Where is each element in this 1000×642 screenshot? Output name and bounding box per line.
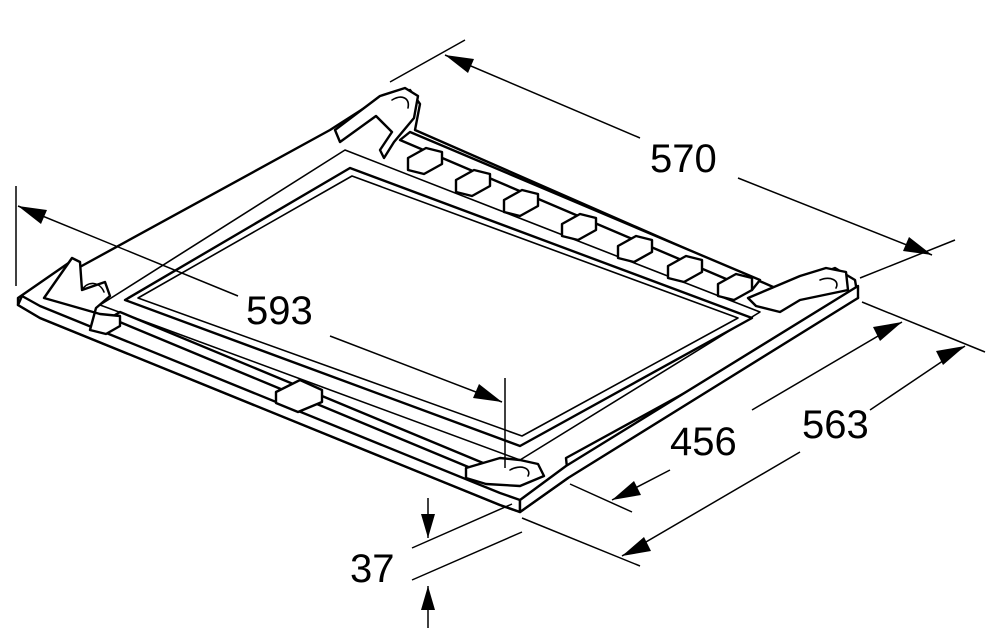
extension-line (389, 39, 466, 83)
arrowhead (445, 55, 474, 73)
dimension-570: 570 (389, 39, 956, 279)
dimension-593: 593 (15, 186, 506, 468)
rail-fin (406, 146, 444, 176)
extension-line (411, 531, 523, 581)
dimension-label-593: 593 (246, 289, 313, 333)
arrowhead (473, 384, 502, 402)
dimension-456: 456 (569, 301, 986, 513)
tray-inner-edge (99, 149, 761, 461)
rail-fin (560, 212, 598, 242)
dimension-line (444, 54, 641, 139)
arrowhead (903, 237, 932, 255)
dimension-label-456: 456 (670, 420, 737, 464)
arrowhead (421, 586, 435, 610)
arrowhead (18, 206, 47, 224)
extension-line (521, 517, 641, 567)
dimension-line (17, 205, 239, 297)
dimension-563: 563 (521, 345, 966, 567)
rear-rail-fins (406, 146, 754, 302)
dimension-line (751, 321, 903, 411)
tray-right-lip (518, 284, 860, 514)
dimension-label-563: 563 (802, 403, 869, 447)
rear-left-clip-hook (391, 96, 410, 109)
rear-left-clip (333, 86, 420, 160)
tray-recess (123, 166, 754, 448)
extension-line (861, 301, 986, 353)
front-left-clip (42, 256, 122, 336)
dimension-line (329, 335, 503, 403)
rail-fin (454, 168, 492, 198)
arrowhead (612, 481, 641, 500)
tray-body (16, 86, 860, 514)
front-right-clip (464, 456, 546, 488)
rail-fin (716, 272, 754, 302)
tray-recess-inner (137, 175, 739, 437)
dimension-label-37: 37 (350, 547, 395, 591)
front-right-clip-hook (509, 466, 530, 477)
dimension-line (621, 451, 801, 557)
rail-fin (502, 188, 540, 218)
dimension-37: 37 (350, 498, 523, 628)
rail-fin (616, 234, 654, 264)
front-left-clip-hook (81, 282, 105, 293)
rail-fin (666, 254, 704, 284)
dimension-line (737, 177, 933, 256)
arrowhead (622, 537, 651, 556)
arrowhead (873, 322, 902, 341)
arrowhead (421, 514, 435, 538)
dimension-label-570: 570 (650, 137, 717, 181)
rear-right-clip-hook (819, 277, 838, 289)
extension-line (411, 503, 513, 549)
extension-line (569, 483, 633, 513)
front-strap-block (274, 378, 324, 414)
arrowhead (936, 346, 965, 365)
extension-line (859, 239, 956, 279)
